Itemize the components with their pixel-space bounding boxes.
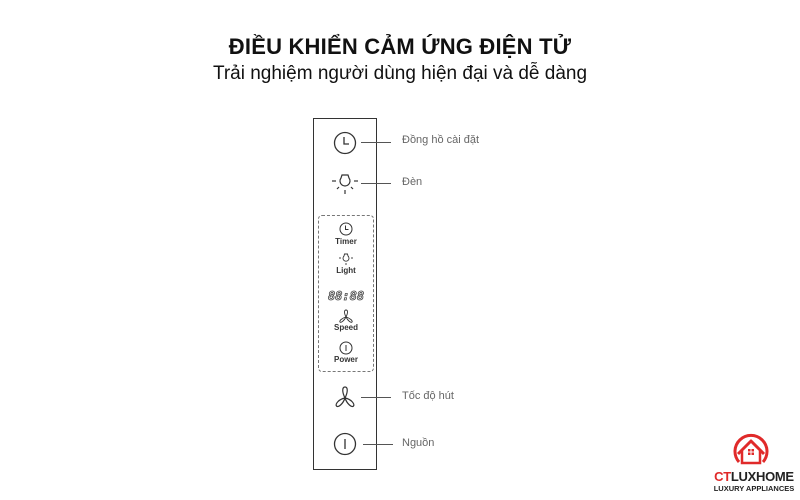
house-logo-icon <box>733 433 769 465</box>
brand-luxhome: LUXHOME <box>730 469 794 484</box>
brand-ct: CT <box>714 469 731 484</box>
page-subtitle: Trải nghiệm người dùng hiện đại và dễ dà… <box>212 63 588 84</box>
callout-light: Đèn <box>402 176 423 188</box>
power-label: Power <box>333 355 358 364</box>
callout-line <box>361 397 391 399</box>
callout-line <box>361 142 391 144</box>
digital-display: 88:88 <box>327 289 365 304</box>
callout-speed: Tốc độ hút <box>402 390 454 402</box>
brand-name: CTLUXHOME <box>710 469 798 484</box>
clock-icon <box>339 222 353 236</box>
light-icon <box>339 253 353 265</box>
callout-clock: Đồng hồ cài đặt <box>402 134 480 146</box>
power-icon <box>339 341 353 355</box>
callout-line <box>361 183 391 185</box>
light-icon[interactable] <box>330 170 360 196</box>
clock-icon[interactable] <box>333 131 357 155</box>
speed-label: Speed <box>333 323 358 332</box>
timer-label: Timer <box>335 237 357 246</box>
callout-line <box>363 444 393 446</box>
power-icon[interactable] <box>333 432 357 456</box>
fan-icon[interactable] <box>333 385 357 409</box>
light-label: Light <box>336 266 356 275</box>
brand-tagline: LUXURY APPLIANCES <box>713 484 795 493</box>
callout-power: Nguồn <box>402 437 435 449</box>
control-panel <box>313 118 377 470</box>
page-title: ĐIỀU KHIỂN CẢM ỨNG ĐIỆN TỬ <box>228 34 572 59</box>
display-detail-box <box>318 215 374 372</box>
fan-icon <box>339 309 353 323</box>
